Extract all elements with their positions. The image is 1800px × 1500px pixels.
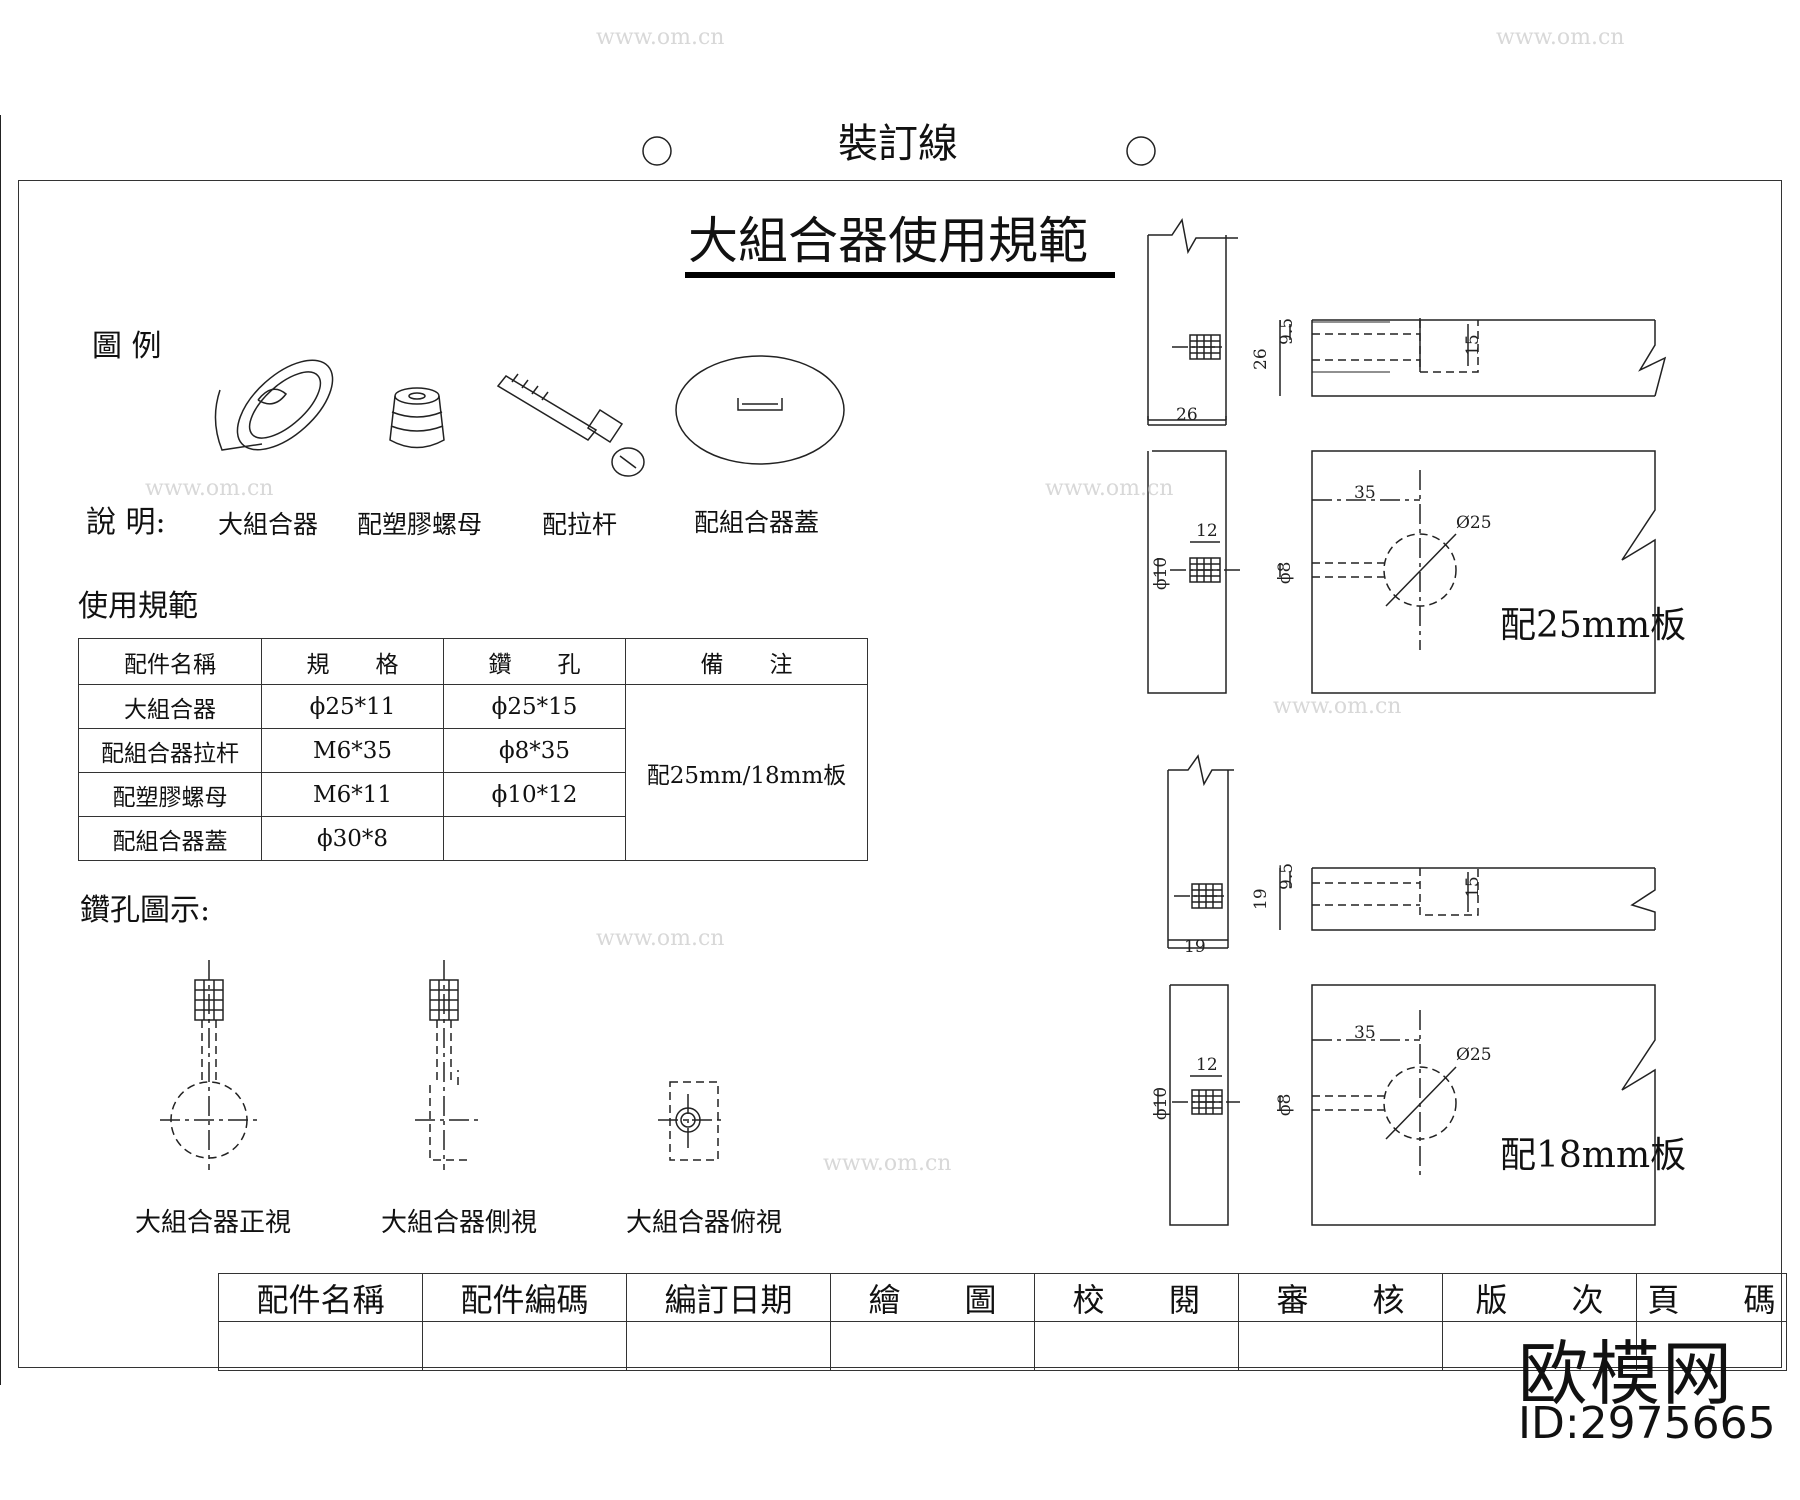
usage-cell: M6*35 bbox=[261, 728, 444, 773]
usage-cell: ϕ25*11 bbox=[261, 684, 444, 729]
binding-hole-left bbox=[642, 136, 672, 166]
connector-cap-icon bbox=[675, 355, 845, 465]
legend-heading: 圖 例 bbox=[92, 329, 162, 364]
usage-remark: 配25mm/18mm板 bbox=[625, 684, 868, 861]
dim-25-d: 26 bbox=[1176, 405, 1198, 425]
usage-col-remark: 備 注 bbox=[625, 638, 868, 685]
title-block-table: 配件名稱 配件編碼 編訂日期 繪 圖 校 閱 審 核 版 次 頁 碼 bbox=[218, 1273, 1787, 1371]
watermark-site: www.om.cn bbox=[1496, 25, 1624, 50]
usage-cell: 配組合器蓋 bbox=[78, 816, 262, 861]
dim-18-a: 9.5 bbox=[1277, 863, 1297, 890]
drilling-heading: 鑽孔圖示: bbox=[80, 893, 211, 928]
dim-25-f: ϕ10 bbox=[1151, 557, 1171, 590]
watermark-site: www.om.cn bbox=[1273, 694, 1401, 719]
dim-25-g: ϕ8 bbox=[1275, 562, 1295, 584]
footer-col-reviewed: 審 核 bbox=[1238, 1273, 1443, 1322]
watermark-site: www.om.cn bbox=[145, 476, 273, 501]
footer-col-part-code: 配件編碼 bbox=[422, 1273, 627, 1322]
dim-18-h: 35 bbox=[1354, 1023, 1376, 1043]
dim-18-d: 19 bbox=[1184, 937, 1206, 957]
title-underline bbox=[685, 272, 1115, 278]
footer-cell bbox=[1034, 1321, 1239, 1371]
binding-line-label: 裝訂線 bbox=[838, 121, 958, 167]
detail-18mm-top bbox=[1157, 867, 1656, 1226]
usage-cell: 大組合器 bbox=[78, 684, 262, 729]
usage-col-spec: 規 格 bbox=[261, 638, 444, 685]
dim-18-b: 15 bbox=[1463, 876, 1483, 898]
dim-18-c: 19 bbox=[1251, 888, 1271, 910]
watermark-site: www.om.cn bbox=[1045, 476, 1173, 501]
footer-cell bbox=[1238, 1321, 1443, 1371]
dim-25-i: Ø25 bbox=[1456, 513, 1492, 533]
caption-side-view: 大組合器側視 bbox=[381, 1208, 538, 1238]
usage-spec-table: 配件名稱 規 格 鑽 孔 備 注 大組合器 ϕ25*11 ϕ25*15 配25m… bbox=[78, 638, 868, 861]
footer-cell bbox=[1442, 1321, 1637, 1371]
usage-col-drill: 鑽 孔 bbox=[443, 638, 626, 685]
detail-25mm-side bbox=[1147, 218, 1238, 426]
watermark-site: www.om.cn bbox=[596, 25, 724, 50]
detail-18mm-side bbox=[1167, 754, 1234, 949]
usage-heading: 使用規範 bbox=[78, 589, 198, 624]
dim-18-i: Ø25 bbox=[1456, 1045, 1492, 1065]
dim-18-f: ϕ10 bbox=[1151, 1087, 1171, 1120]
dim-18-g: ϕ8 bbox=[1275, 1094, 1295, 1116]
usage-cell: 配塑膠螺母 bbox=[78, 772, 262, 817]
footer-col-revision-date: 編訂日期 bbox=[626, 1273, 831, 1322]
plastic-nut-icon bbox=[389, 387, 445, 449]
drill-front-view bbox=[160, 960, 258, 1170]
legend-item-plastic-nut: 配塑膠螺母 bbox=[357, 510, 483, 539]
usage-cell: ϕ25*15 bbox=[443, 684, 626, 729]
legend-description-label: 說 明: bbox=[86, 505, 166, 540]
usage-cell bbox=[443, 816, 626, 861]
legend-item-pull-rod: 配拉杆 bbox=[542, 510, 618, 539]
watermark-id: ID:2975665 bbox=[1518, 1398, 1776, 1449]
pull-rod-icon bbox=[496, 373, 645, 477]
footer-cell bbox=[1636, 1321, 1787, 1371]
caption-top-view: 大組合器俯視 bbox=[626, 1208, 783, 1238]
usage-cell: M6*11 bbox=[261, 772, 444, 817]
dim-18-e: 12 bbox=[1196, 1055, 1218, 1075]
page-title: 大組合器使用規範 bbox=[688, 212, 1088, 270]
drill-top-view bbox=[658, 1081, 724, 1161]
binding-hole-right bbox=[1126, 136, 1156, 166]
dim-25-a: 9.5 bbox=[1277, 318, 1297, 345]
footer-col-drawn: 繪 圖 bbox=[830, 1273, 1035, 1322]
connector-icon bbox=[214, 359, 334, 451]
caption-front-view: 大組合器正視 bbox=[135, 1208, 292, 1238]
usage-col-part: 配件名稱 bbox=[78, 638, 262, 685]
usage-cell: ϕ10*12 bbox=[443, 772, 626, 817]
footer-cell bbox=[218, 1321, 423, 1371]
footer-cell bbox=[830, 1321, 1035, 1371]
drill-side-view bbox=[415, 960, 480, 1170]
dim-25-h: 35 bbox=[1354, 483, 1376, 503]
footer-cell bbox=[626, 1321, 831, 1371]
dim-25-c: 26 bbox=[1251, 348, 1271, 370]
watermark-site: www.om.cn bbox=[823, 1151, 951, 1176]
usage-cell: 配組合器拉杆 bbox=[78, 728, 262, 773]
legend-item-connector-cap: 配組合器蓋 bbox=[694, 508, 820, 537]
usage-cell: ϕ30*8 bbox=[261, 816, 444, 861]
legend-item-connector: 大組合器 bbox=[218, 510, 319, 539]
watermark-site: www.om.cn bbox=[596, 926, 724, 951]
detail-25mm-top bbox=[1147, 318, 1667, 694]
footer-cell bbox=[422, 1321, 627, 1371]
watermark-logo: 欧模网 bbox=[1518, 1333, 1734, 1415]
footer-col-checked: 校 閱 bbox=[1034, 1273, 1239, 1322]
dim-25-b: 15 bbox=[1463, 334, 1483, 356]
dim-25-e: 12 bbox=[1196, 521, 1218, 541]
